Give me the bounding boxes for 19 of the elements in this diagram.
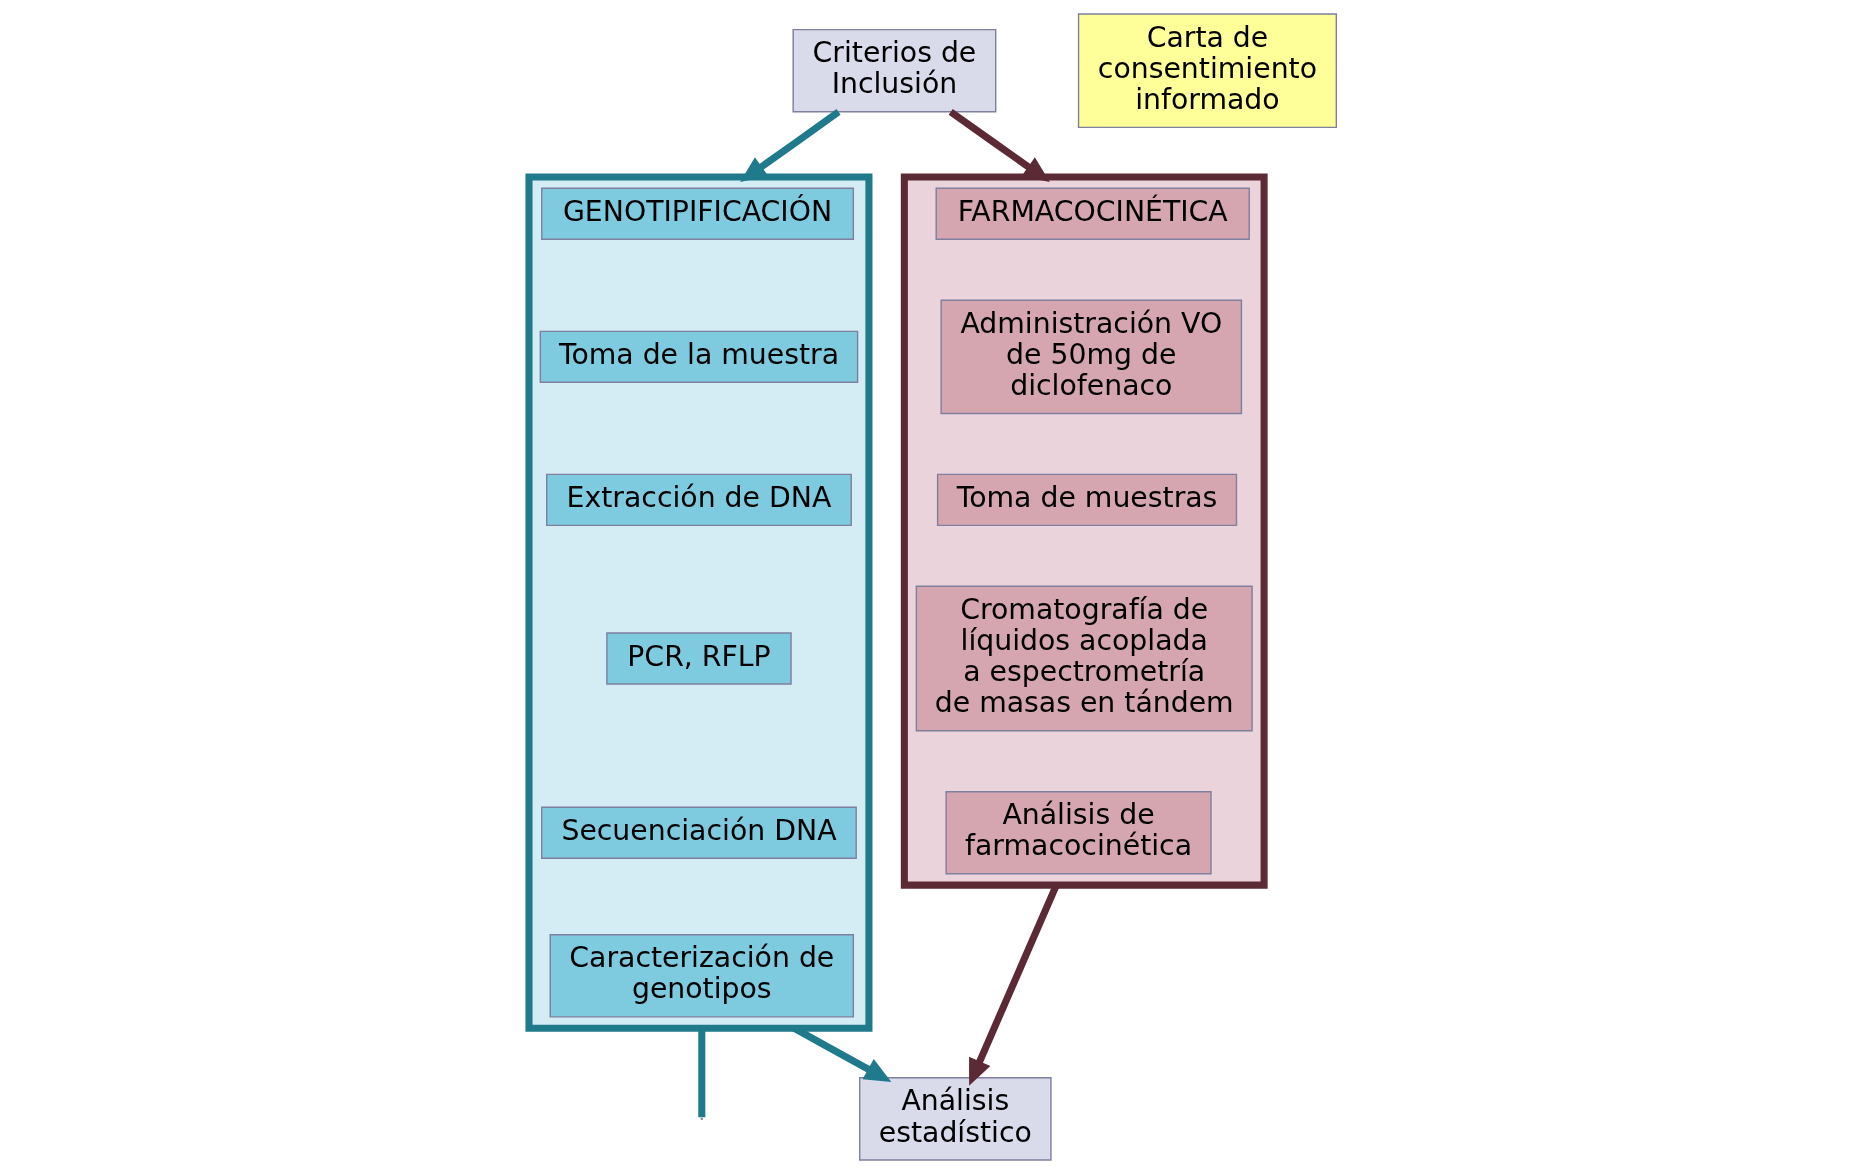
cluster [525, 173, 873, 1032]
node-box: PCR, RFLP [606, 632, 792, 685]
node-box: Caracterización de genotipos [549, 934, 855, 1018]
node-box: Análisis estadístico [859, 1077, 1052, 1161]
connector [698, 1028, 706, 1118]
arrow [740, 109, 841, 183]
node-box: Extracción de DNA [546, 473, 852, 527]
node-box: Administración VO de 50mg de diclofenaco [940, 299, 1243, 415]
node-box: Criterios de Inclusión [792, 28, 997, 113]
node-box: Análisis de farmacocinética [945, 790, 1212, 875]
node-box: Toma de muestras [936, 473, 1238, 527]
cluster [900, 173, 1268, 889]
arrow [948, 109, 1050, 183]
node-box: GENOTIPIFICACIÓN [541, 187, 855, 240]
node-box: Carta de consentimiento informado [1077, 13, 1338, 129]
node-box: FARMACOCINÉTICA [935, 187, 1250, 240]
node-box: Cromatografía de líquidos acoplada a espectrometría de masas en tándem [915, 585, 1253, 732]
node-box: Secuenciación DNA [541, 806, 857, 859]
node-box: Toma de la muestra [539, 330, 859, 384]
